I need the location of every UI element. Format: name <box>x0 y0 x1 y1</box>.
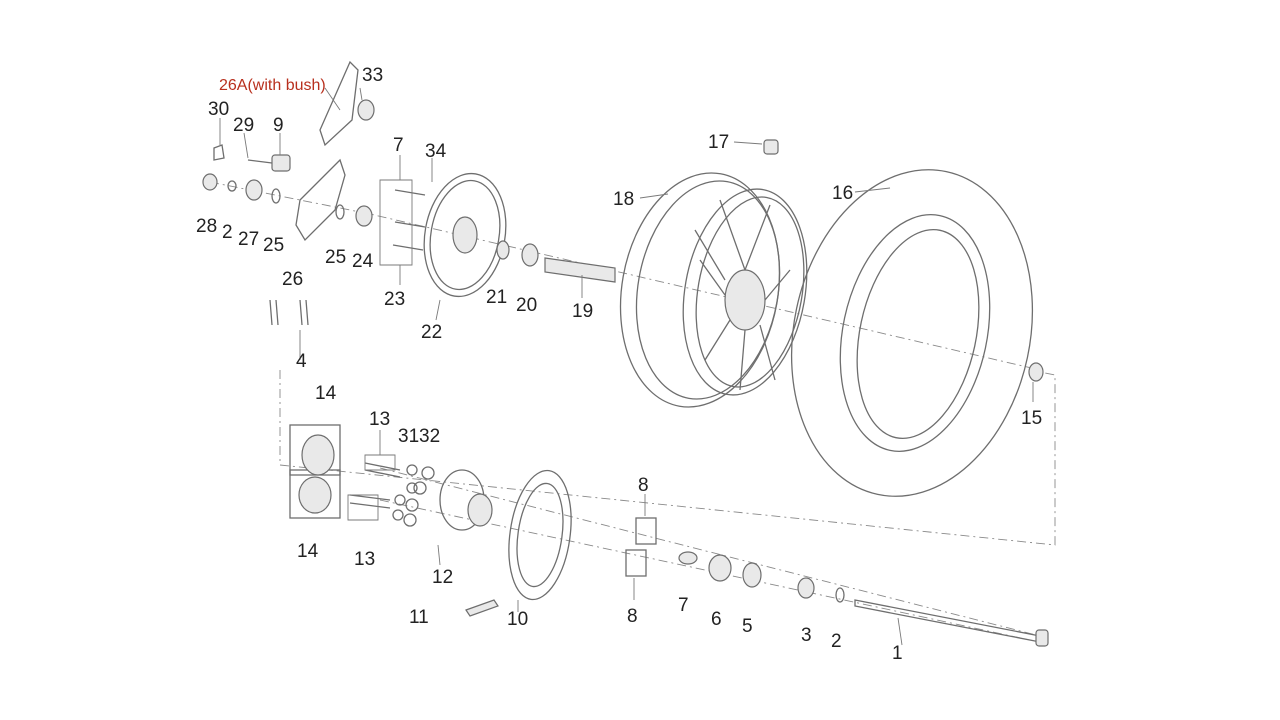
label-17: 17 <box>708 132 730 153</box>
label-25-right: 25 <box>325 247 347 268</box>
label-6: 6 <box>711 609 722 630</box>
label-16: 16 <box>832 183 854 204</box>
label-10: 10 <box>507 609 529 630</box>
label-26: 26 <box>282 269 304 290</box>
label-9: 9 <box>273 115 284 136</box>
tyre <box>790 169 1034 497</box>
sleeve <box>544 257 616 283</box>
label-20: 20 <box>516 295 538 316</box>
label-33: 33 <box>362 65 384 86</box>
label-31: 31 <box>398 426 420 447</box>
label-28: 28 <box>196 216 218 237</box>
label-32: 32 <box>419 426 441 447</box>
label-22: 22 <box>421 322 443 343</box>
sprocket <box>508 469 572 601</box>
label-34: 34 <box>425 141 447 162</box>
valve <box>763 139 779 155</box>
bolts-washers <box>349 462 435 527</box>
label-14-top: 14 <box>315 383 337 404</box>
caliper-bracket <box>295 60 359 242</box>
axis-line-lower <box>279 370 1056 546</box>
wheel-rim <box>619 172 808 408</box>
label-1: 1 <box>892 643 903 664</box>
label-8-top: 8 <box>638 475 649 496</box>
dampers <box>289 424 341 519</box>
label-2-bottom: 2 <box>831 631 842 652</box>
axle <box>854 599 1049 647</box>
label-26a: 26A(with bush) <box>219 77 326 94</box>
label-13-bottom: 13 <box>354 549 376 570</box>
label-23: 23 <box>384 289 406 310</box>
label-4: 4 <box>296 351 307 372</box>
label-8-bottom: 8 <box>627 606 638 627</box>
label-15: 15 <box>1021 408 1043 429</box>
nuts <box>625 517 657 577</box>
axis-line-upper <box>209 181 1041 371</box>
label-27: 27 <box>238 229 260 250</box>
label-2-top: 2 <box>222 222 233 243</box>
label-12: 12 <box>432 567 454 588</box>
label-18: 18 <box>613 189 635 210</box>
label-11: 11 <box>409 607 429 628</box>
small-parts <box>202 99 1044 617</box>
label-21: 21 <box>486 287 508 308</box>
label-30: 30 <box>208 99 230 120</box>
label-25-left: 25 <box>263 235 285 256</box>
leader-lines <box>219 87 1034 646</box>
axis-line-sprocket <box>379 499 1031 641</box>
label-14-bottom: 14 <box>297 541 319 562</box>
label-5: 5 <box>742 616 753 637</box>
label-7-top: 7 <box>393 135 404 156</box>
label-3: 3 <box>801 625 812 646</box>
label-13-top: 13 <box>369 409 391 430</box>
label-19: 19 <box>572 301 594 322</box>
hub <box>439 469 493 531</box>
label-7-bottom: 7 <box>678 595 689 616</box>
label-24: 24 <box>352 251 374 272</box>
brake-disc <box>423 172 507 298</box>
label-29: 29 <box>233 115 255 136</box>
